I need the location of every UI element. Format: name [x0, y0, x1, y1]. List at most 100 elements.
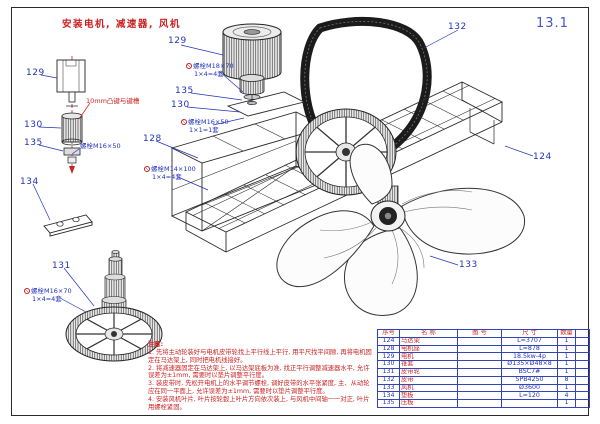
- bolt-label-text: 螺栓M16×70: [31, 287, 72, 295]
- label-bolt-m14x100: 螺栓M14×100 1×4=4套: [144, 165, 196, 182]
- table-cell: 皮带: [399, 375, 458, 385]
- belt-drawing: [300, 16, 432, 162]
- table-cell: L=878: [501, 344, 558, 354]
- callout-washer-left: 135: [24, 138, 43, 148]
- label-key-note: 10mm凸键与键槽: [86, 97, 140, 105]
- callout-bolt-left: 129: [26, 68, 45, 78]
- key-label-leader: [78, 102, 91, 120]
- table-cell: [457, 375, 502, 385]
- leader-lines: [32, 29, 534, 313]
- table-cell: 131: [377, 367, 400, 377]
- bolt-label-text: 螺栓M14×100: [151, 165, 196, 173]
- table-cell: 4: [557, 391, 576, 401]
- col-header-qty: 数量: [557, 329, 576, 338]
- table-cell: [457, 336, 502, 346]
- label-bolt-m18x70: 螺栓M18×70 1×4=4套: [186, 62, 234, 79]
- table-cell: [501, 399, 558, 408]
- table-cell: 锥套: [399, 360, 458, 369]
- table-cell: 1: [557, 399, 576, 408]
- table-cell: [575, 352, 590, 362]
- table-cell: 8: [557, 375, 576, 385]
- fan-drawing: [276, 143, 525, 316]
- table-cell: [575, 375, 590, 385]
- col-header-dwg: 图 号: [457, 329, 502, 338]
- note-item: 3. 装皮带时, 先松开电机上的水平调节螺栓, 调好皮带的水平张紧度, 主、从动…: [148, 380, 370, 396]
- label-bolt-m16x50-left: 螺栓M16×50: [80, 142, 121, 150]
- note-item: 1. 先将主动轮装好与电机皮带轮找上平行线上平行, 用平尺找平间隙, 再将电机固…: [148, 348, 372, 364]
- table-cell: [575, 383, 590, 393]
- bolt-label-text: 螺栓M16×50: [188, 118, 229, 126]
- table-cell: 133: [377, 383, 400, 393]
- table-cell: 132: [377, 375, 400, 385]
- table-cell: [457, 352, 502, 362]
- col-header-extra: [575, 329, 590, 338]
- col-header-name: 名 称: [399, 329, 458, 338]
- table-cell: 1: [557, 360, 576, 369]
- table-cell: [457, 360, 502, 369]
- notes-heading: 注意:: [148, 341, 164, 348]
- table-cell: [457, 391, 502, 401]
- bolt-qty-text: 1×1=1套: [189, 125, 219, 134]
- table-cell: 129: [377, 352, 400, 362]
- bolt-icon: [24, 288, 30, 294]
- table-cell: Ø3600: [501, 383, 558, 393]
- table-cell: [575, 367, 590, 377]
- table-cell: [457, 399, 502, 408]
- notes-list: 1. 先将主动轮装好与电机皮带轮找上平行线上平行, 用平尺找平间隙, 再将电机固…: [148, 349, 373, 412]
- table-cell: BSC7#: [501, 367, 558, 377]
- table-cell: [457, 344, 502, 354]
- table-cell: 134: [377, 391, 400, 401]
- table-cell: [575, 336, 590, 346]
- table-cell: 1: [557, 336, 576, 346]
- callout-belt: 132: [448, 22, 467, 32]
- callout-bushing-mid: 130: [171, 100, 190, 110]
- bolt-icon: [144, 166, 150, 172]
- table-cell: [575, 344, 590, 354]
- callout-frame: 124: [533, 152, 552, 162]
- table-cell: 124: [377, 336, 400, 346]
- table-cell: Ø135×Ø48×8: [501, 360, 558, 369]
- col-header-no: 序号: [377, 329, 400, 338]
- callout-bushing-left: 130: [24, 120, 43, 130]
- table-cell: 128: [377, 344, 400, 354]
- bolt-qty-text: 1×4=4套: [152, 172, 182, 181]
- bolt-label-text: 螺栓M18×70: [193, 62, 234, 70]
- table-cell: 18.5kw-4p: [501, 352, 558, 362]
- table-cell: 130: [377, 360, 400, 369]
- bolt-icon: [181, 119, 187, 125]
- plate-drawing: [43, 214, 93, 237]
- bolt-qty-text: 1×4=4套: [32, 294, 62, 303]
- callout-fan: 133: [459, 260, 478, 270]
- table-cell: 电机座: [399, 344, 458, 354]
- col-header-size: 尺 寸: [501, 329, 558, 338]
- table-cell: 垫板: [399, 391, 458, 401]
- note-item: 4. 安装风机叶片, 叶片按轮毂上叶片方向依次装上, 与风机中间轴一一对正, 叶…: [148, 396, 370, 411]
- table-cell: 风机: [399, 383, 458, 393]
- small-pulley-drawing: [65, 250, 163, 362]
- table-cell: 135: [377, 399, 400, 408]
- callout-motor: 129: [168, 36, 187, 46]
- table-cell: 1: [557, 344, 576, 354]
- table-cell: SPB4250: [501, 375, 558, 385]
- motor-drawing: [222, 23, 282, 105]
- table-cell: 马达架: [399, 336, 458, 346]
- notes-block: 注意: 1. 先将主动轮装好与电机皮带轮找上平行线上平行, 用平尺找平间隙, 再…: [148, 341, 373, 412]
- label-bolt-m16x50: 螺栓M16×50 1×1=1套: [181, 118, 229, 135]
- table-cell: [575, 360, 590, 369]
- bolt-icon: [186, 63, 192, 69]
- table-cell: 1: [557, 352, 576, 362]
- callout-plate: 134: [20, 177, 39, 187]
- table-cell: [457, 383, 502, 393]
- table-cell: [575, 391, 590, 401]
